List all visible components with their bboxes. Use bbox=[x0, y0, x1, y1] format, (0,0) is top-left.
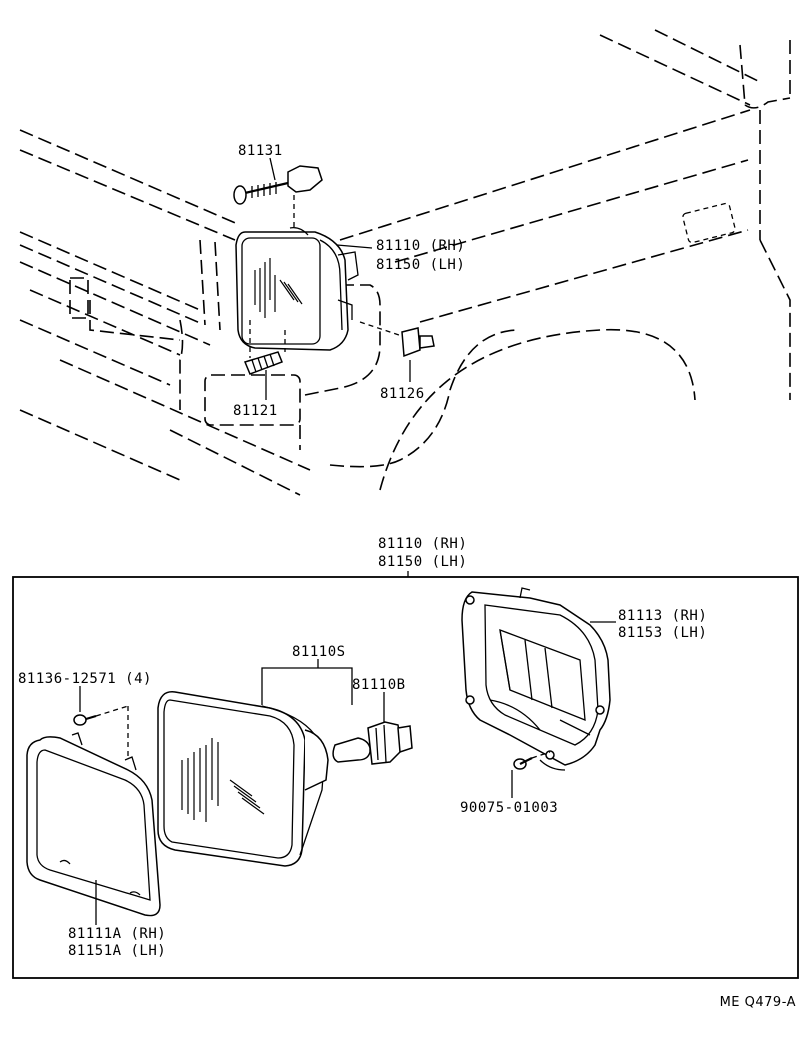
label-bulb: 81110B bbox=[352, 677, 406, 693]
label-stud-81121: 81121 bbox=[233, 403, 278, 419]
label-clip-81126: 81126 bbox=[380, 386, 425, 402]
label-bolt-81131: 81131 bbox=[238, 143, 283, 159]
label-ring-rh: 81111A (RH) bbox=[68, 926, 166, 942]
label-headlamp-top-rh: 81110 (RH) bbox=[376, 238, 465, 254]
figure-code: ME Q479-A bbox=[720, 995, 796, 1010]
beam-lens-hatch bbox=[181, 738, 265, 822]
bolt-90075 bbox=[513, 751, 551, 770]
exploded-view-frame bbox=[12, 576, 799, 979]
stud-81121 bbox=[243, 320, 286, 375]
label-headlamp-top-lh: 81150 (LH) bbox=[376, 257, 465, 273]
label-sealed-beam: 81110S bbox=[292, 644, 346, 660]
vehicle-body-outline bbox=[19, 29, 791, 496]
screw-81136 bbox=[73, 705, 129, 758]
label-bolt-90075: 90075-01003 bbox=[460, 800, 558, 816]
sealed-beam-81110s bbox=[157, 691, 329, 867]
bulb-81110b bbox=[332, 721, 413, 765]
label-housing-rh: 81113 (RH) bbox=[618, 608, 707, 624]
lens-hatch bbox=[254, 258, 303, 318]
label-ring-lh: 81151A (LH) bbox=[68, 943, 166, 959]
label-headlamp-box-rh: 81110 (RH) bbox=[378, 536, 467, 552]
label-housing-lh: 81153 (LH) bbox=[618, 625, 707, 641]
label-headlamp-box-lh: 81150 (LH) bbox=[378, 554, 467, 570]
headlamp-assembly-small bbox=[235, 227, 359, 351]
label-screw: 81136-12571 (4) bbox=[18, 671, 152, 687]
headlamp-housing-81113 bbox=[461, 587, 611, 771]
bolt-81131 bbox=[233, 165, 323, 228]
clip-81126 bbox=[359, 321, 435, 358]
rim-ring-81111a bbox=[26, 732, 161, 917]
